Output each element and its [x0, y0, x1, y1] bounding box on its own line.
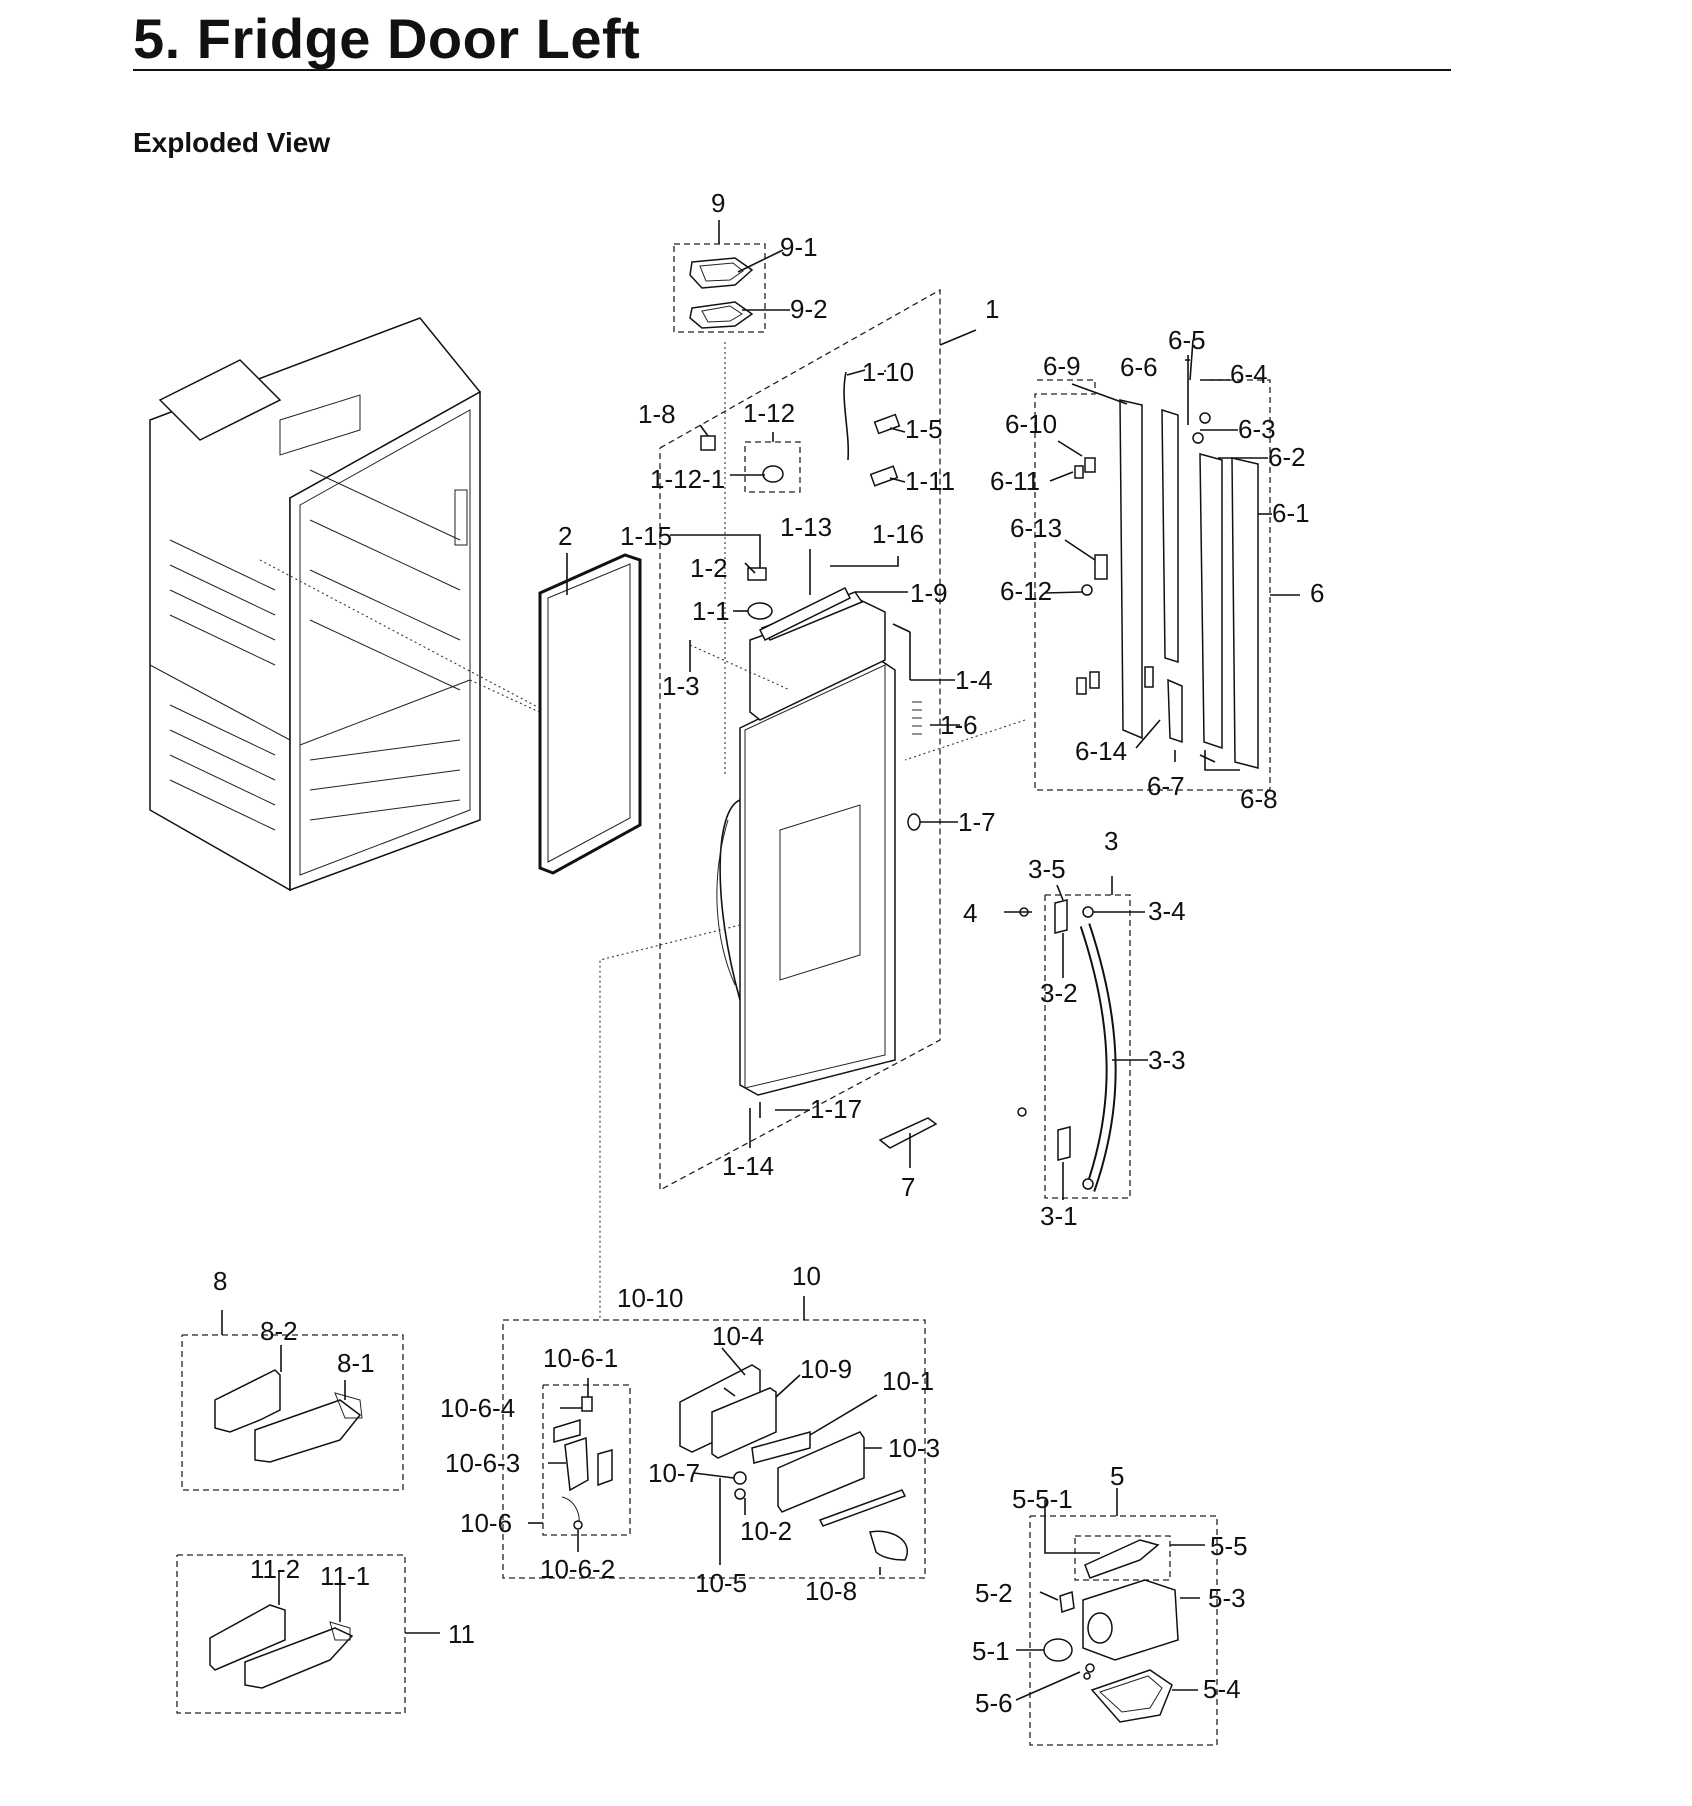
- callout-1-17: 1-17: [810, 1094, 862, 1124]
- callout-9-1: 9-1: [780, 232, 818, 262]
- callout-11-2: 11-2: [250, 1554, 300, 1584]
- callout-6-6: 6-6: [1120, 352, 1158, 382]
- door-assembly-part-1: [599, 288, 1026, 1320]
- callout-1-11: 1-11: [905, 466, 955, 496]
- callout-11-1: 11-1: [320, 1561, 370, 1591]
- leader-lines: [221, 220, 1300, 1701]
- callout-3-1: 3-1: [1040, 1201, 1078, 1231]
- callout-8-2: 8-2: [260, 1316, 298, 1346]
- callout-1-4: 1-4: [955, 665, 993, 695]
- callout-5-6: 5-6: [975, 1688, 1013, 1718]
- callout-1-6: 1-6: [940, 710, 978, 740]
- callout-10-9: 10-9: [800, 1354, 852, 1384]
- callout-1-9: 1-9: [910, 578, 948, 608]
- callout-7: 7: [901, 1172, 915, 1202]
- callout-6-12: 6-12: [1000, 576, 1052, 606]
- callout-1: 1: [985, 294, 999, 324]
- handle-assembly-part-3: [1017, 894, 1131, 1199]
- dispenser-module-part-5: [1029, 1515, 1218, 1746]
- callout-6-14: 6-14: [1075, 736, 1127, 766]
- callout-3-2: 3-2: [1040, 978, 1078, 1008]
- callout-10-1: 10-1: [882, 1366, 934, 1396]
- callout-9: 9: [711, 188, 725, 218]
- callout-6: 6: [1310, 578, 1324, 608]
- callout-10-8: 10-8: [805, 1576, 857, 1606]
- callout-1-12-1: 1-12-1: [650, 464, 725, 494]
- callout-6-9: 6-9: [1043, 351, 1081, 381]
- callout-10: 10: [792, 1261, 821, 1291]
- callout-5-1: 5-1: [972, 1636, 1010, 1666]
- callout-10-2: 10-2: [740, 1516, 792, 1546]
- callout-10-6-2: 10-6-2: [540, 1554, 615, 1584]
- callout-1-16: 1-16: [872, 519, 924, 549]
- callout-1-14: 1-14: [722, 1151, 774, 1181]
- callout-1-7: 1-7: [958, 807, 996, 837]
- callout-10-3: 10-3: [888, 1433, 940, 1463]
- callout-3-3: 3-3: [1148, 1045, 1186, 1075]
- duct-part-11: [176, 1554, 406, 1714]
- callout-11: 11: [448, 1619, 475, 1649]
- callout-5-5-1: 5-5-1: [1012, 1484, 1073, 1514]
- callout-6-3: 6-3: [1238, 414, 1276, 444]
- pad-part-7: [878, 1117, 938, 1149]
- callout-6-5: 6-5: [1168, 325, 1206, 355]
- callout-9-2: 9-2: [790, 294, 828, 324]
- callout-3-5: 3-5: [1028, 854, 1066, 884]
- callout-6-7: 6-7: [1147, 771, 1185, 801]
- dispenser-assembly-part-10: [502, 1319, 926, 1579]
- callout-8: 8: [213, 1266, 227, 1296]
- door-gasket-part-2: [538, 553, 642, 875]
- callout-5-4: 5-4: [1203, 1674, 1241, 1704]
- callout-4: 4: [963, 898, 977, 928]
- callout-5-2: 5-2: [975, 1578, 1013, 1608]
- callout-1-12: 1-12: [743, 398, 795, 428]
- callout-10-7: 10-7: [648, 1458, 700, 1488]
- refrigerator-cabinet: [149, 317, 601, 892]
- callout-labels: 9 9-1 9-2 1 1-10 1-8 1-12 1-5 1-12-1 1-1…: [213, 188, 1324, 1718]
- callout-6-2: 6-2: [1268, 442, 1306, 472]
- duct-part-8: [181, 1334, 404, 1491]
- callout-2: 2: [558, 521, 572, 551]
- callout-5-3: 5-3: [1208, 1583, 1246, 1613]
- callout-10-5: 10-5: [695, 1568, 747, 1598]
- callout-6-4: 6-4: [1230, 359, 1268, 389]
- callout-6-1: 6-1: [1272, 498, 1310, 528]
- callout-6-11: 6-11: [990, 466, 1040, 496]
- callout-1-13: 1-13: [780, 512, 832, 542]
- callout-3-4: 3-4: [1148, 896, 1186, 926]
- callout-10-10: 10-10: [617, 1283, 684, 1313]
- callout-1-5: 1-5: [905, 414, 943, 444]
- callout-10-4: 10-4: [712, 1321, 764, 1351]
- callout-10-6-1: 10-6-1: [543, 1343, 618, 1373]
- callout-10-6: 10-6: [460, 1508, 512, 1538]
- trim-assembly-part-6: [1034, 355, 1271, 791]
- callout-1-15: 1-15: [620, 521, 672, 551]
- callout-6-10: 6-10: [1005, 409, 1057, 439]
- callout-1-2: 1-2: [690, 553, 728, 583]
- callout-1-3: 1-3: [662, 671, 700, 701]
- title-underline: [133, 69, 1451, 71]
- callout-6-13: 6-13: [1010, 513, 1062, 543]
- callout-1-8: 1-8: [638, 399, 676, 429]
- callout-5-5: 5-5: [1210, 1531, 1248, 1561]
- section-title: Exploded View: [133, 127, 331, 158]
- callout-8-1: 8-1: [337, 1348, 375, 1378]
- page-title: 5. Fridge Door Left: [133, 7, 641, 70]
- callout-1-1: 1-1: [692, 596, 730, 626]
- callout-10-6-3: 10-6-3: [445, 1448, 520, 1478]
- callout-10-6-4: 10-6-4: [440, 1393, 515, 1423]
- callout-6-8: 6-8: [1240, 784, 1278, 814]
- callout-5: 5: [1110, 1461, 1124, 1491]
- callout-3: 3: [1104, 826, 1118, 856]
- callout-1-10: 1-10: [862, 357, 914, 387]
- cap-part-9: [673, 243, 766, 333]
